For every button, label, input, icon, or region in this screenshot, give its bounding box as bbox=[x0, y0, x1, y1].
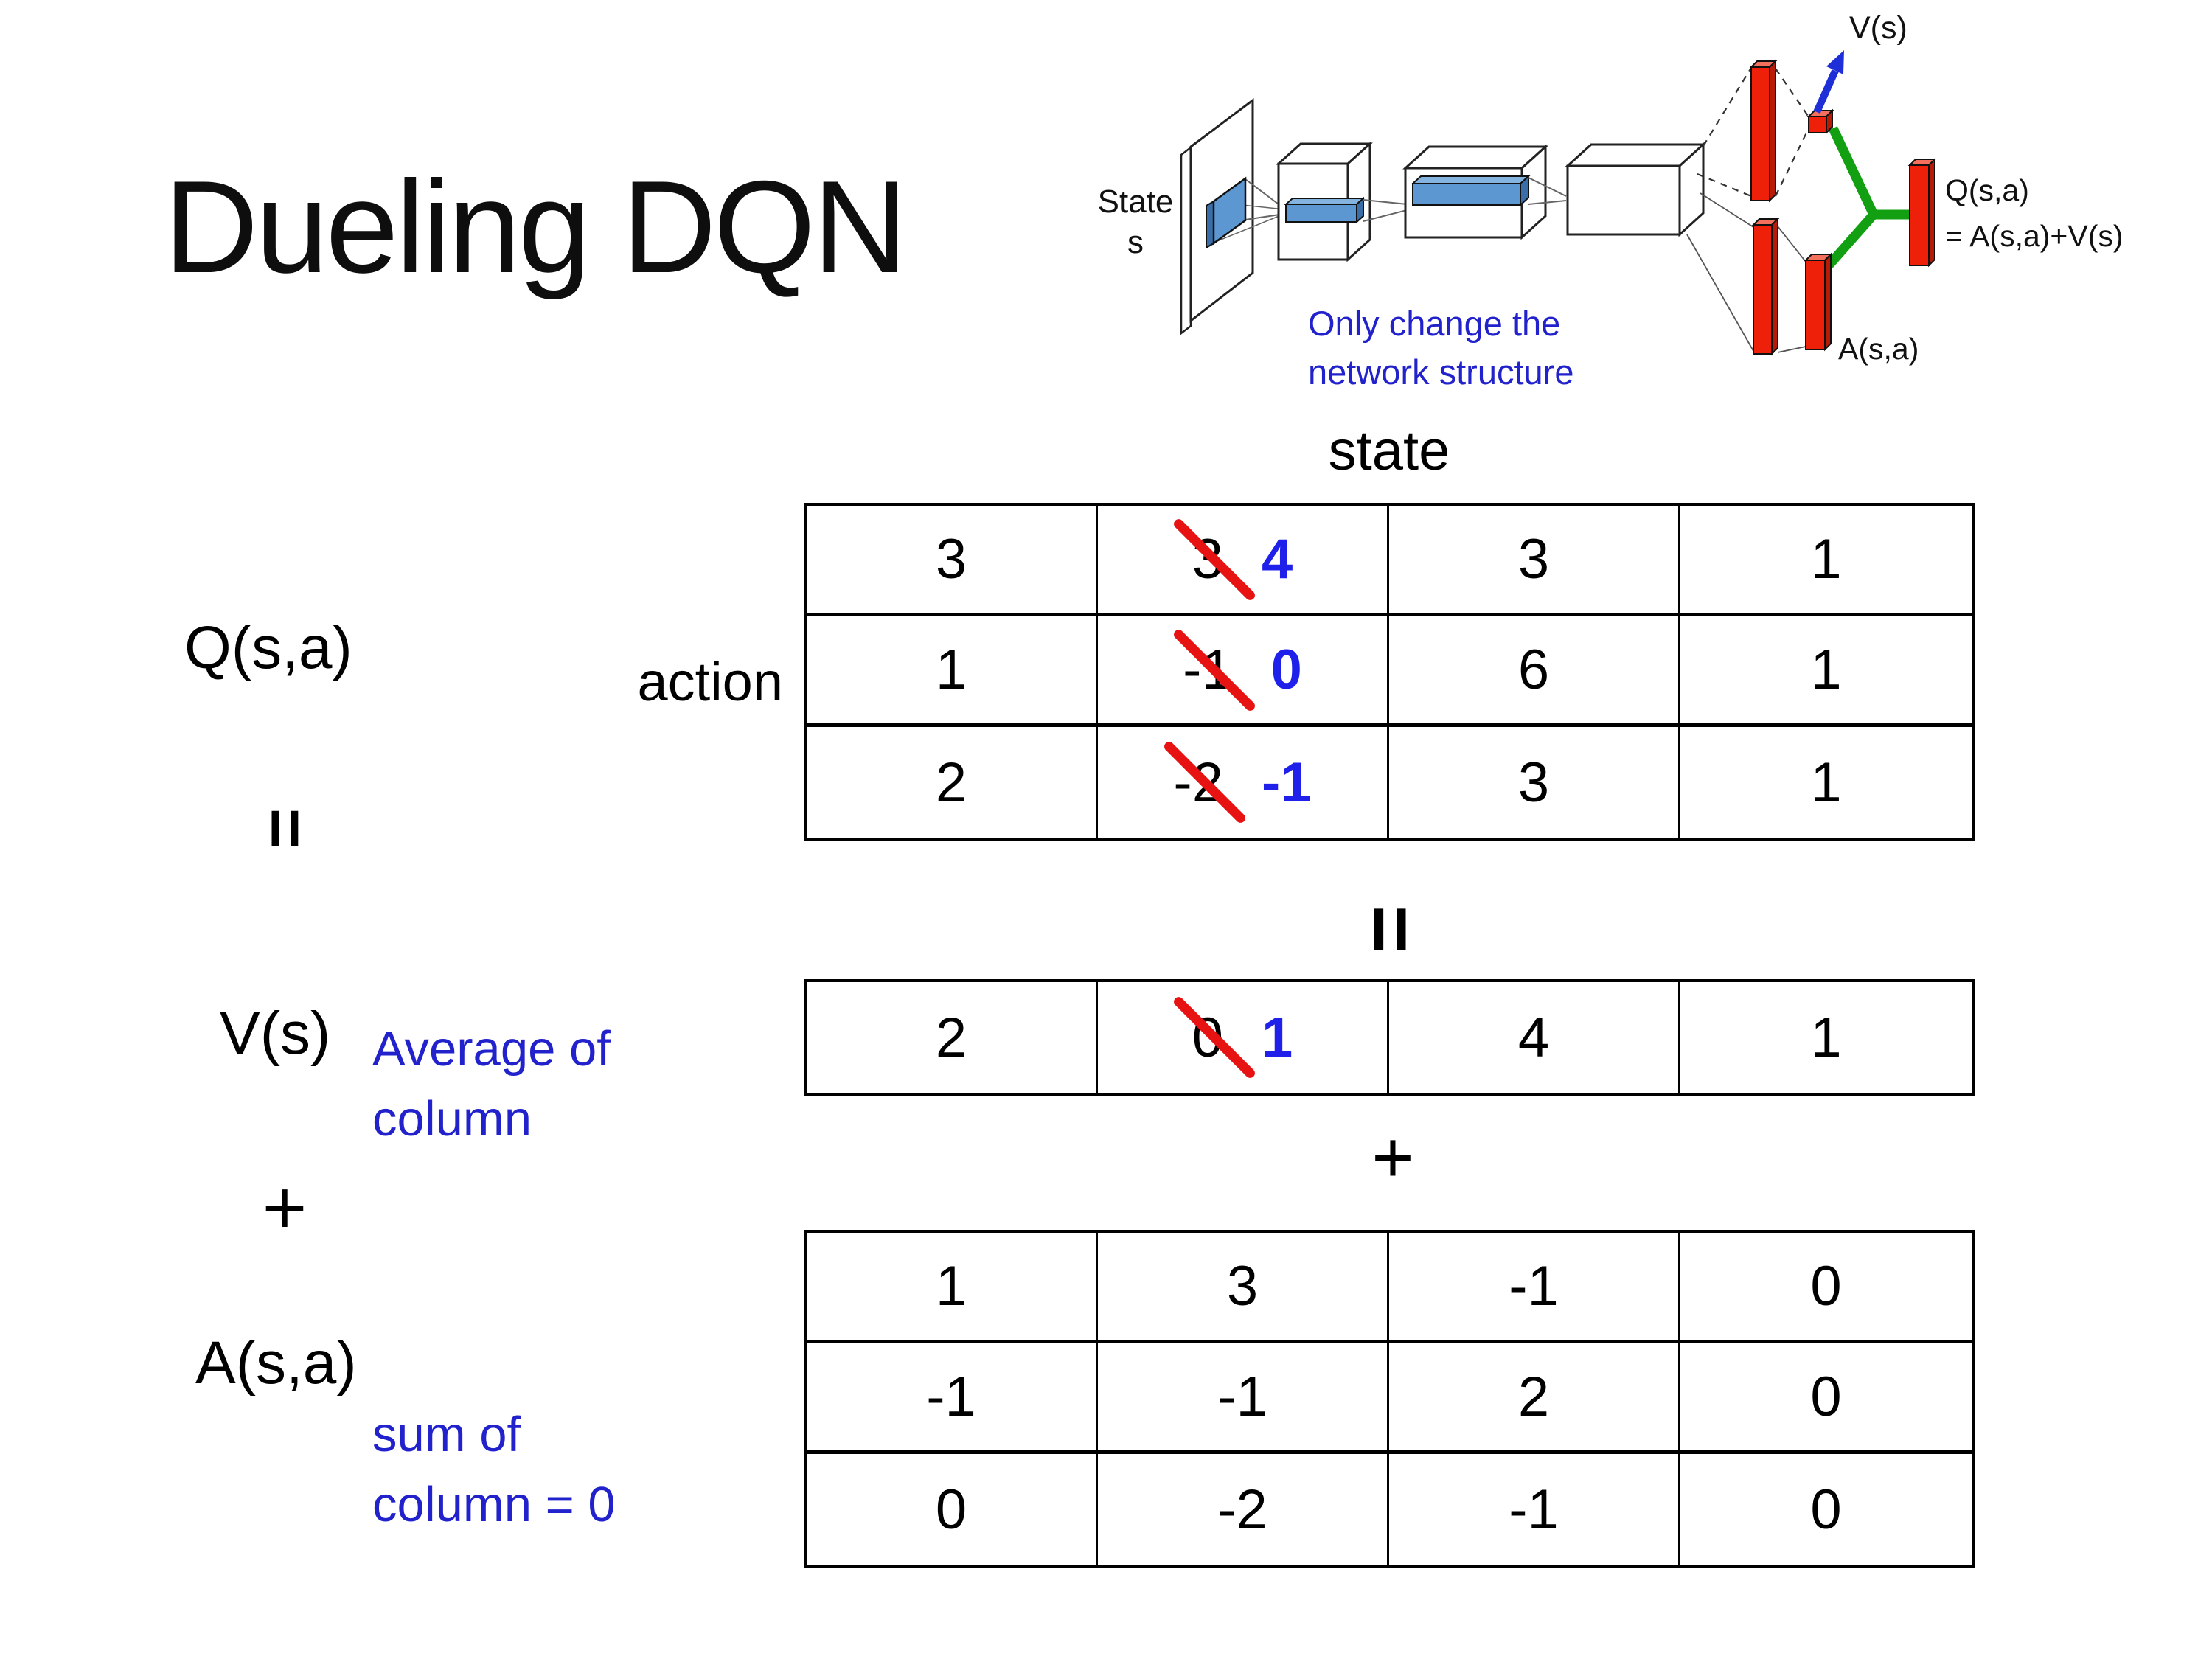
feature-slab-2 bbox=[1285, 204, 1357, 223]
a-vector-bar-side bbox=[1824, 252, 1832, 352]
q-output-formula: = A(s,a)+V(s) bbox=[1945, 219, 2124, 253]
a-cell: 0 bbox=[807, 1454, 1098, 1565]
q-cell: 1 bbox=[1680, 506, 1972, 616]
feature-slab-3 bbox=[1412, 183, 1521, 206]
sum-note: sum of column = 0 bbox=[372, 1407, 616, 1533]
state-column-header: state bbox=[1328, 420, 1450, 482]
q-cell: 6 bbox=[1389, 616, 1680, 727]
a-cell: -2 bbox=[1098, 1454, 1389, 1565]
q-output-bar bbox=[1909, 164, 1930, 266]
funnel-line bbox=[1528, 200, 1567, 205]
plus-sign-center: + bbox=[1371, 1116, 1414, 1197]
q-cell-corrected: 3 4 bbox=[1098, 506, 1389, 616]
q-cell-corrected: -1 0 bbox=[1098, 616, 1389, 727]
q-cell: 3 bbox=[807, 506, 1098, 616]
new-value: -1 bbox=[1262, 751, 1312, 814]
value-bar-side bbox=[1769, 59, 1776, 203]
state-input-label: State bbox=[1098, 184, 1174, 220]
value-bar bbox=[1750, 66, 1770, 201]
v-cell: 1 bbox=[1810, 1006, 1842, 1069]
a-cell: 2 bbox=[1389, 1343, 1680, 1454]
feature-slab-3-top bbox=[1411, 175, 1531, 184]
q-output-bar-side bbox=[1928, 157, 1935, 268]
dashed-link bbox=[1775, 68, 1809, 116]
q-cell: 1 bbox=[1810, 751, 1842, 814]
new-value: 1 bbox=[1262, 1006, 1293, 1069]
feature-slab-2-top bbox=[1284, 198, 1366, 205]
q-cell: 3 bbox=[1389, 727, 1680, 838]
average-note: Average of column bbox=[372, 1021, 611, 1147]
slide-title: Dueling DQN bbox=[164, 153, 908, 300]
a-cell: 1 bbox=[807, 1233, 1098, 1343]
dashed-link bbox=[1775, 129, 1809, 197]
network-architecture-diagram: State s Only change the network structur… bbox=[1098, 10, 2124, 392]
advantage-bar bbox=[1753, 224, 1773, 355]
a-cell: -1 bbox=[1389, 1454, 1680, 1565]
a-cell: -1 bbox=[1098, 1343, 1389, 1454]
q-table: 3 3 4 3 1 1 -1 0 6 1 2 -2 -1 3 1 bbox=[804, 503, 1975, 841]
solid-link bbox=[1777, 346, 1806, 353]
a-cell: 0 bbox=[1810, 1478, 1842, 1541]
a-output-label: A(s,a) bbox=[1838, 332, 1919, 366]
a-table: 1 3 -1 0 -1 -1 2 0 0 -2 -1 0 bbox=[804, 1230, 1975, 1568]
q-matrix-label: Q(s,a) bbox=[184, 614, 352, 681]
equals-sign-center: = bbox=[1345, 905, 1438, 954]
dashed-link bbox=[1703, 67, 1752, 147]
v-cell: 4 bbox=[1389, 982, 1680, 1093]
solid-link bbox=[1777, 226, 1806, 262]
q-cell: 3 bbox=[1389, 506, 1680, 616]
new-value: 4 bbox=[1262, 528, 1293, 591]
input-panel-side bbox=[1180, 145, 1192, 335]
a-cell: 0 bbox=[1680, 1233, 1972, 1343]
fc-box bbox=[1566, 164, 1681, 236]
funnel-line bbox=[1363, 199, 1408, 205]
new-value: 0 bbox=[1270, 639, 1302, 701]
funnel-line bbox=[1213, 213, 1285, 243]
a-cell: 3 bbox=[1098, 1233, 1389, 1343]
solid-link bbox=[1686, 234, 1754, 352]
note-line1: Only change the bbox=[1308, 304, 1560, 343]
feature-slab-1-side bbox=[1206, 200, 1214, 249]
dashed-link bbox=[1697, 173, 1752, 198]
q-cell: 1 bbox=[807, 616, 1098, 727]
q-cell-corrected: -2 -1 bbox=[1098, 727, 1389, 838]
plus-sign-left: + bbox=[262, 1164, 307, 1251]
q-cell: 2 bbox=[807, 727, 1098, 838]
v-output-label: V(s) bbox=[1849, 10, 1907, 46]
q-output-label: Q(s,a) bbox=[1945, 173, 2029, 207]
q-cell: 1 bbox=[1680, 616, 1972, 727]
a-vector-bar bbox=[1805, 260, 1826, 350]
funnel-line bbox=[1363, 209, 1408, 222]
equals-sign-left: = bbox=[246, 807, 325, 849]
v-cell: 2 bbox=[807, 982, 1098, 1093]
state-input-sublabel: s bbox=[1127, 224, 1144, 260]
action-row-label: action bbox=[637, 651, 783, 712]
solid-link bbox=[1700, 192, 1754, 228]
a-matrix-label: A(s,a) bbox=[195, 1329, 357, 1397]
funnel-line bbox=[1528, 177, 1567, 197]
v-cell-corrected: 0 1 bbox=[1098, 982, 1389, 1093]
a-cell: 0 bbox=[1680, 1343, 1972, 1454]
a-cell: -1 bbox=[1389, 1233, 1680, 1343]
v-scalar-cube bbox=[1808, 116, 1827, 133]
v-arrow-head bbox=[1826, 50, 1844, 74]
combine-link-green bbox=[1826, 126, 1879, 268]
v-matrix-label: V(s) bbox=[220, 1000, 331, 1067]
feature-slab-1 bbox=[1212, 176, 1247, 246]
advantage-bar-side bbox=[1771, 217, 1778, 356]
a-cell: -1 bbox=[807, 1343, 1098, 1454]
note-line2: network structure bbox=[1308, 352, 1573, 392]
v-table: 2 0 1 4 1 bbox=[804, 979, 1975, 1096]
v-arrow-shaft bbox=[1813, 69, 1839, 114]
